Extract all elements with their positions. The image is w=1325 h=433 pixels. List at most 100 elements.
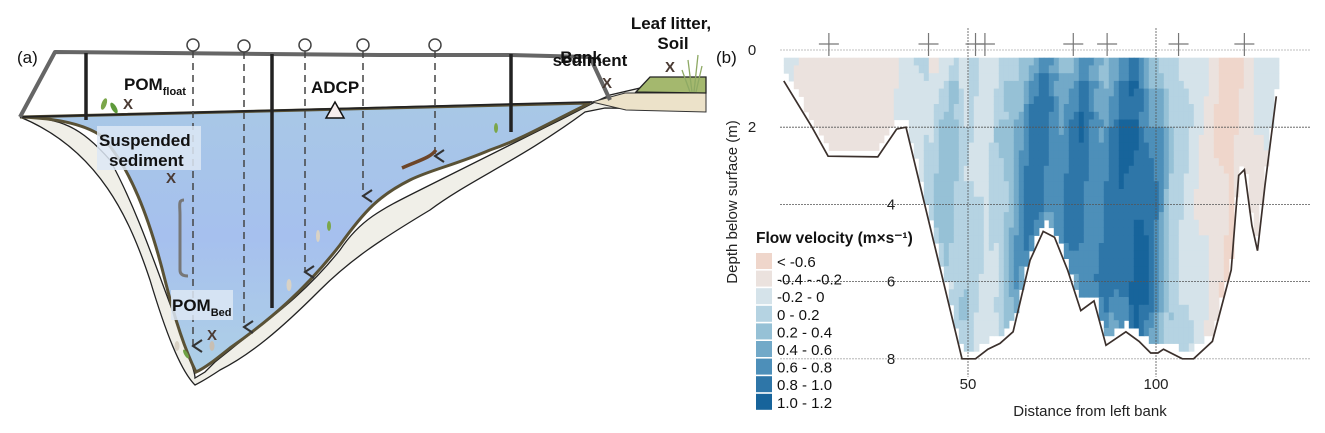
velocity-cell [1013,304,1020,314]
velocity-cell [1138,88,1145,97]
velocity-cell [1233,88,1240,97]
velocity-cell [968,281,975,290]
velocity-cell [1118,196,1125,205]
velocity-cell [1238,104,1245,113]
velocity-cell [1063,127,1070,136]
velocity-cell [1163,327,1170,337]
velocity-cell [1253,88,1260,97]
velocity-cell [1153,150,1160,159]
velocity-cell [1253,127,1260,136]
velocity-cell [1108,327,1115,337]
velocity-cell [938,127,945,136]
velocity-cell [1133,219,1140,229]
velocity-cell [948,88,955,97]
velocity-cell [963,297,970,306]
velocity-cell [1053,134,1060,144]
velocity-cell [1093,127,1100,136]
velocity-cell [923,134,930,144]
velocity-cell [1038,181,1045,190]
velocity-cell [1048,96,1055,105]
velocity-cell [1038,134,1045,144]
velocity-cell [1038,204,1045,213]
velocity-cell [858,88,865,97]
velocity-cell [1138,320,1145,329]
velocity-cell [1153,204,1160,213]
velocity-cell [963,235,970,244]
velocity-cell [1198,327,1205,337]
velocity-cell [1178,80,1185,90]
velocity-cell [1198,250,1205,259]
velocity-cell [923,119,930,128]
velocity-cell [1193,142,1200,151]
velocity-cell [1143,281,1150,290]
velocity-cell [963,327,970,337]
velocity-cell [1123,235,1130,244]
velocity-cell [1138,258,1145,267]
velocity-cell [928,204,935,213]
velocity-cell [948,104,955,113]
velocity-cell [1203,196,1210,205]
velocity-cell [1138,127,1145,136]
velocity-cell [1228,119,1235,128]
velocity-cell [1233,165,1240,175]
velocity-cell [1013,235,1020,244]
velocity-cell [873,119,880,128]
velocity-cell [1138,297,1145,306]
velocity-cell [1128,297,1135,306]
velocity-cell [983,181,990,190]
velocity-cell [1263,134,1270,144]
velocity-cell [828,104,835,113]
legend-label: -0.4 - -0.2 [777,272,842,289]
velocity-cell [943,96,950,105]
velocity-cell [1163,73,1170,82]
velocity-cell [978,104,985,113]
velocity-cell [1123,88,1130,97]
velocity-cell [1093,111,1100,121]
velocity-cell [1018,65,1025,74]
velocity-cell [1178,297,1185,306]
velocity-cell [1018,212,1025,221]
velocity-cell [1148,258,1155,267]
velocity-cell [1238,142,1245,151]
velocity-cell [1053,96,1060,105]
velocity-cell [1168,173,1175,182]
velocity-cell [983,320,990,329]
bank-sediment-marker: X [602,75,612,92]
velocity-cell [998,196,1005,205]
velocity-cell [1133,266,1140,275]
velocity-cell [913,57,920,66]
velocity-cell [958,204,965,213]
velocity-cell [1008,73,1015,82]
velocity-cell [938,227,945,236]
velocity-cell [1248,57,1255,66]
velocity-cell [1003,258,1010,267]
velocity-cell [978,235,985,244]
velocity-cell [1083,65,1090,74]
velocity-cell [1083,181,1090,190]
velocity-cell [963,127,970,136]
velocity-cell [1123,80,1130,90]
velocity-cell [1173,165,1180,175]
velocity-cell [1163,227,1170,236]
velocity-cell [1223,181,1230,190]
velocity-cell [1073,142,1080,151]
velocity-cell [958,165,965,175]
velocity-cell [853,142,860,151]
velocity-cell [993,250,1000,259]
velocity-cell [1013,104,1020,113]
velocity-cell [1178,235,1185,244]
velocity-cell [1193,189,1200,198]
velocity-cell [933,150,940,159]
velocity-cell [1158,273,1165,283]
velocity-cell [888,65,895,74]
velocity-cell [953,219,960,229]
velocity-cell [1088,111,1095,121]
velocity-cell [1183,304,1190,314]
velocity-cell [1148,327,1155,337]
velocity-cell [1153,212,1160,221]
velocity-cell [1253,57,1260,66]
velocity-cell [1008,57,1015,66]
velocity-cell [938,57,945,66]
velocity-cell [1218,281,1225,290]
velocity-cell [1213,266,1220,275]
